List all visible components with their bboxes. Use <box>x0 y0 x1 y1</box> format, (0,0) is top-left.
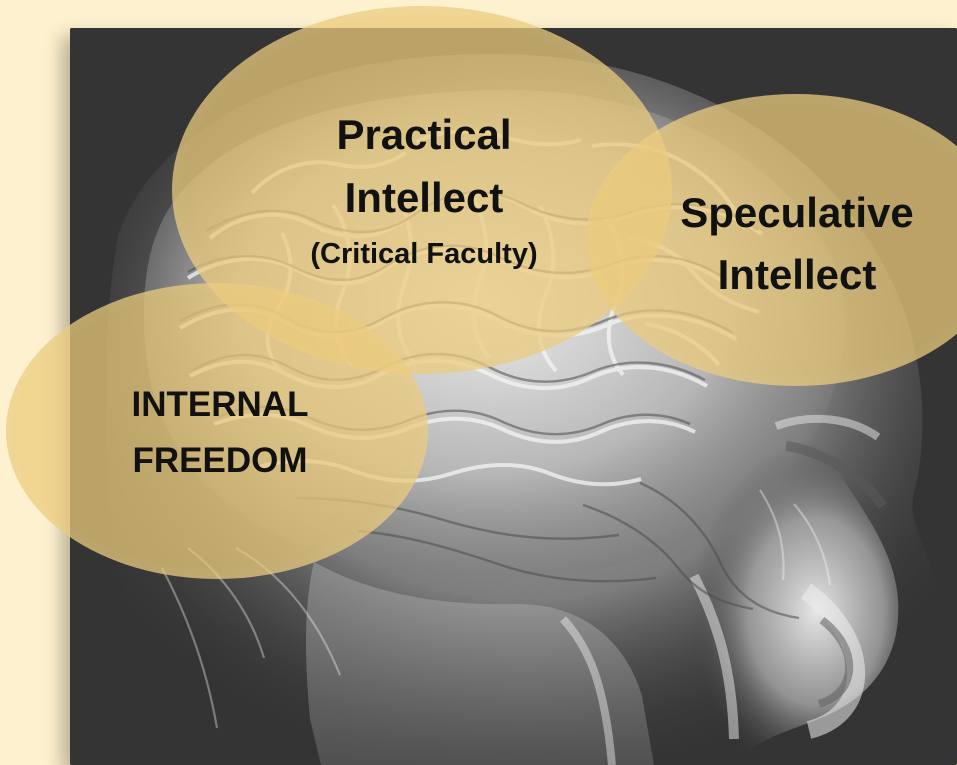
practical-intellect-title-line2: Intellect <box>324 173 524 223</box>
speculative-intellect-title-line1: Speculative <box>664 188 930 238</box>
speculative-intellect-title-line2: Intellect <box>704 250 890 300</box>
internal-freedom-title-line1: INTERNAL <box>108 384 332 426</box>
internal-freedom-title-line2: FREEDOM <box>108 440 332 482</box>
internal-freedom-bubble <box>6 283 428 579</box>
practical-intellect-subtitle: (Critical Faculty) <box>266 236 582 272</box>
practical-intellect-title-line1: Practical <box>324 110 524 160</box>
